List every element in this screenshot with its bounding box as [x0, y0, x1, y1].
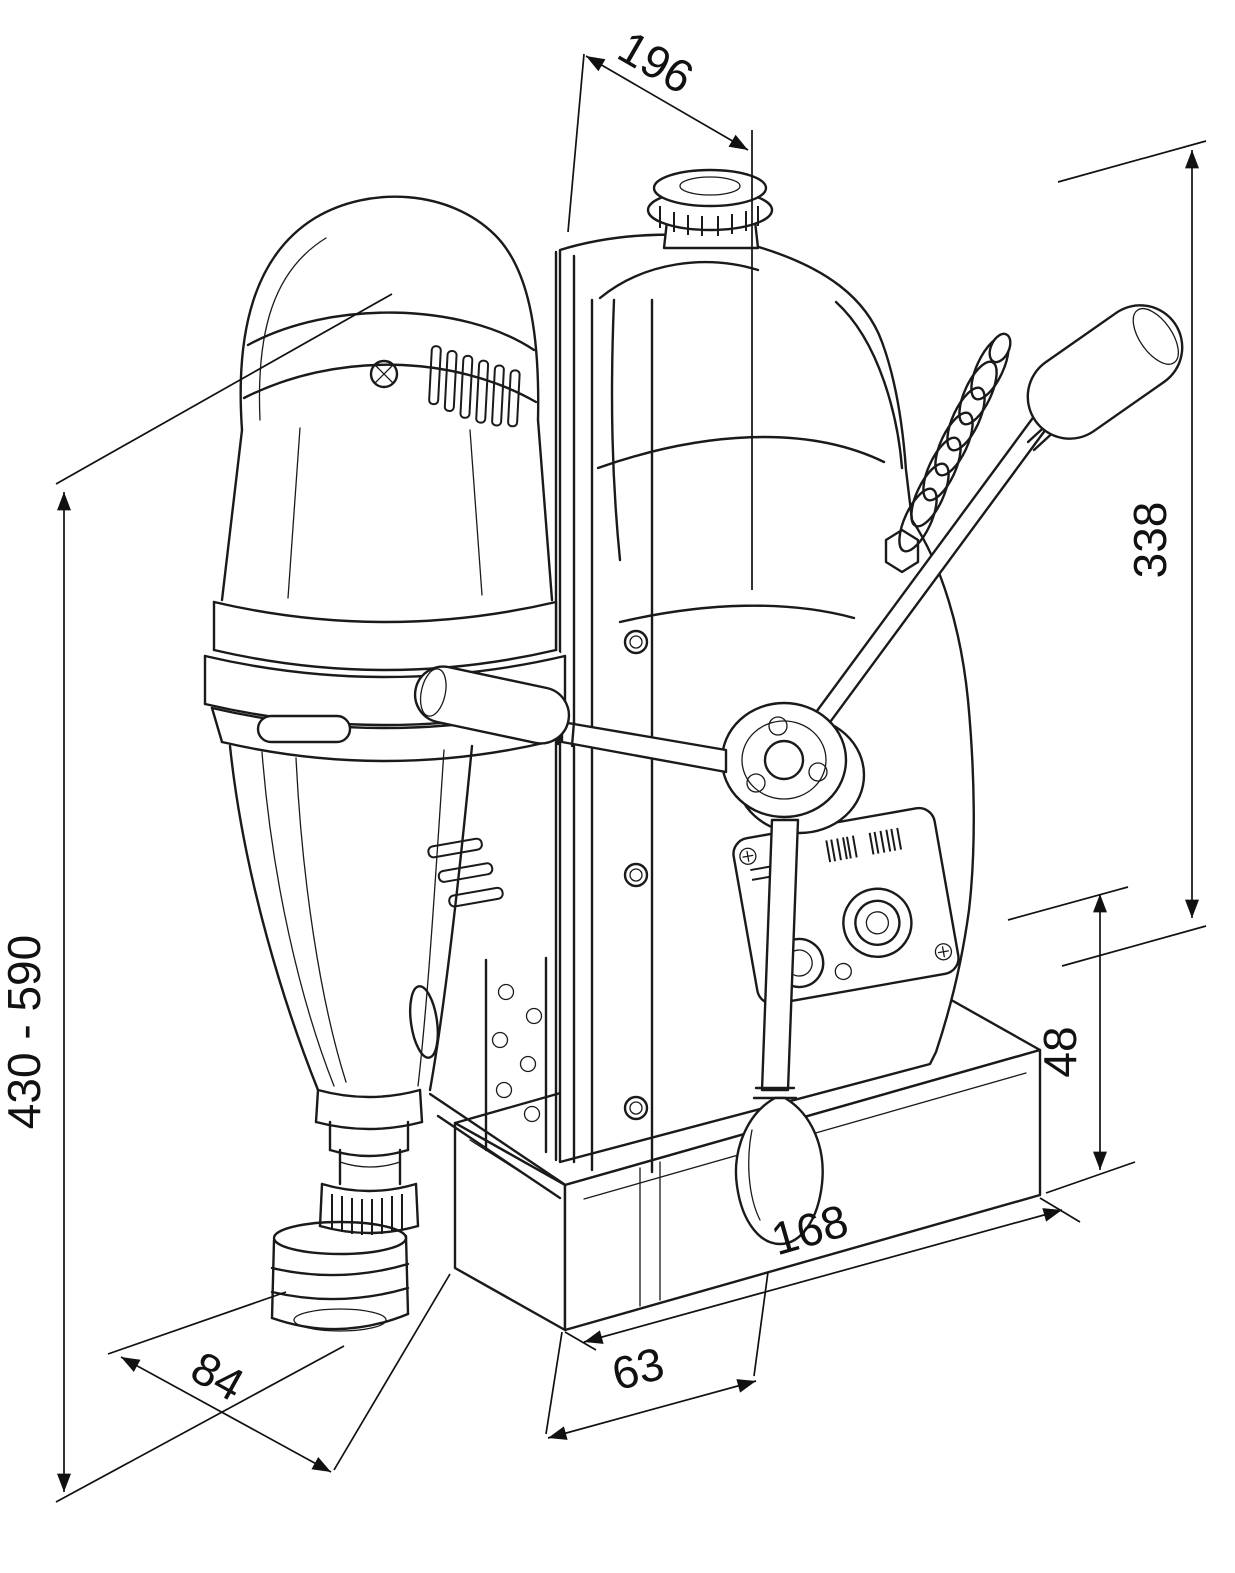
dim-line-63: [547, 1379, 757, 1440]
lower-spoke-bar: [760, 818, 800, 1092]
motor-vents: [428, 345, 521, 428]
dim-label-48: 48: [1034, 1026, 1086, 1077]
dimension-48: 48: [1007, 886, 1136, 1194]
ext-line: [1007, 886, 1129, 921]
top-handle-grip: [1026, 304, 1184, 440]
dim-line-84: [120, 1356, 332, 1473]
ext-line: [564, 1331, 597, 1351]
ext-line: [1057, 140, 1207, 183]
dim-label-196: 196: [610, 20, 702, 103]
slide-column: [484, 250, 654, 1174]
ext-line: [1061, 925, 1207, 967]
main-switch-button: [842, 887, 913, 959]
lower-taper-housing: [228, 744, 504, 1092]
drill-chuck: [314, 1088, 424, 1235]
ext-line: [567, 53, 585, 233]
column-bolt: [623, 629, 649, 1121]
motor-screw: [369, 359, 399, 389]
oil-cap: [646, 168, 774, 250]
dimension-63: 63: [545, 1271, 769, 1440]
ext-line: [107, 1291, 287, 1355]
clamp-slot: [256, 714, 352, 744]
dimension-338: 338: [1057, 140, 1207, 967]
annular-cutter: [270, 1220, 410, 1332]
dimension-168: 168: [564, 1194, 1081, 1351]
dim-label-338: 338: [1124, 502, 1176, 579]
motor-assembly: [203, 195, 567, 1332]
ext-line: [1045, 1161, 1136, 1194]
dim-line-168: [583, 1208, 1063, 1344]
indicator-lamp: [834, 962, 852, 981]
panel-screw: [739, 847, 953, 961]
power-cord-coil: [884, 332, 1012, 574]
support-strut: [428, 1092, 566, 1200]
ext-line: [753, 1271, 769, 1377]
dim-label-430-590: 430 - 590: [0, 935, 50, 1129]
ext-line: [55, 293, 393, 485]
bracket-plate: [484, 956, 548, 1154]
feed-hub: [720, 701, 848, 819]
dimension-430-590: 430 - 590: [0, 293, 393, 1503]
feed-handle: [413, 304, 1184, 1246]
barcode-label: [825, 827, 903, 863]
ext-line: [545, 1331, 563, 1435]
left-handle-grip: [413, 665, 571, 745]
dim-label-63: 63: [606, 1337, 669, 1400]
ext-line: [333, 1273, 451, 1471]
dim-line-196: [585, 55, 749, 151]
